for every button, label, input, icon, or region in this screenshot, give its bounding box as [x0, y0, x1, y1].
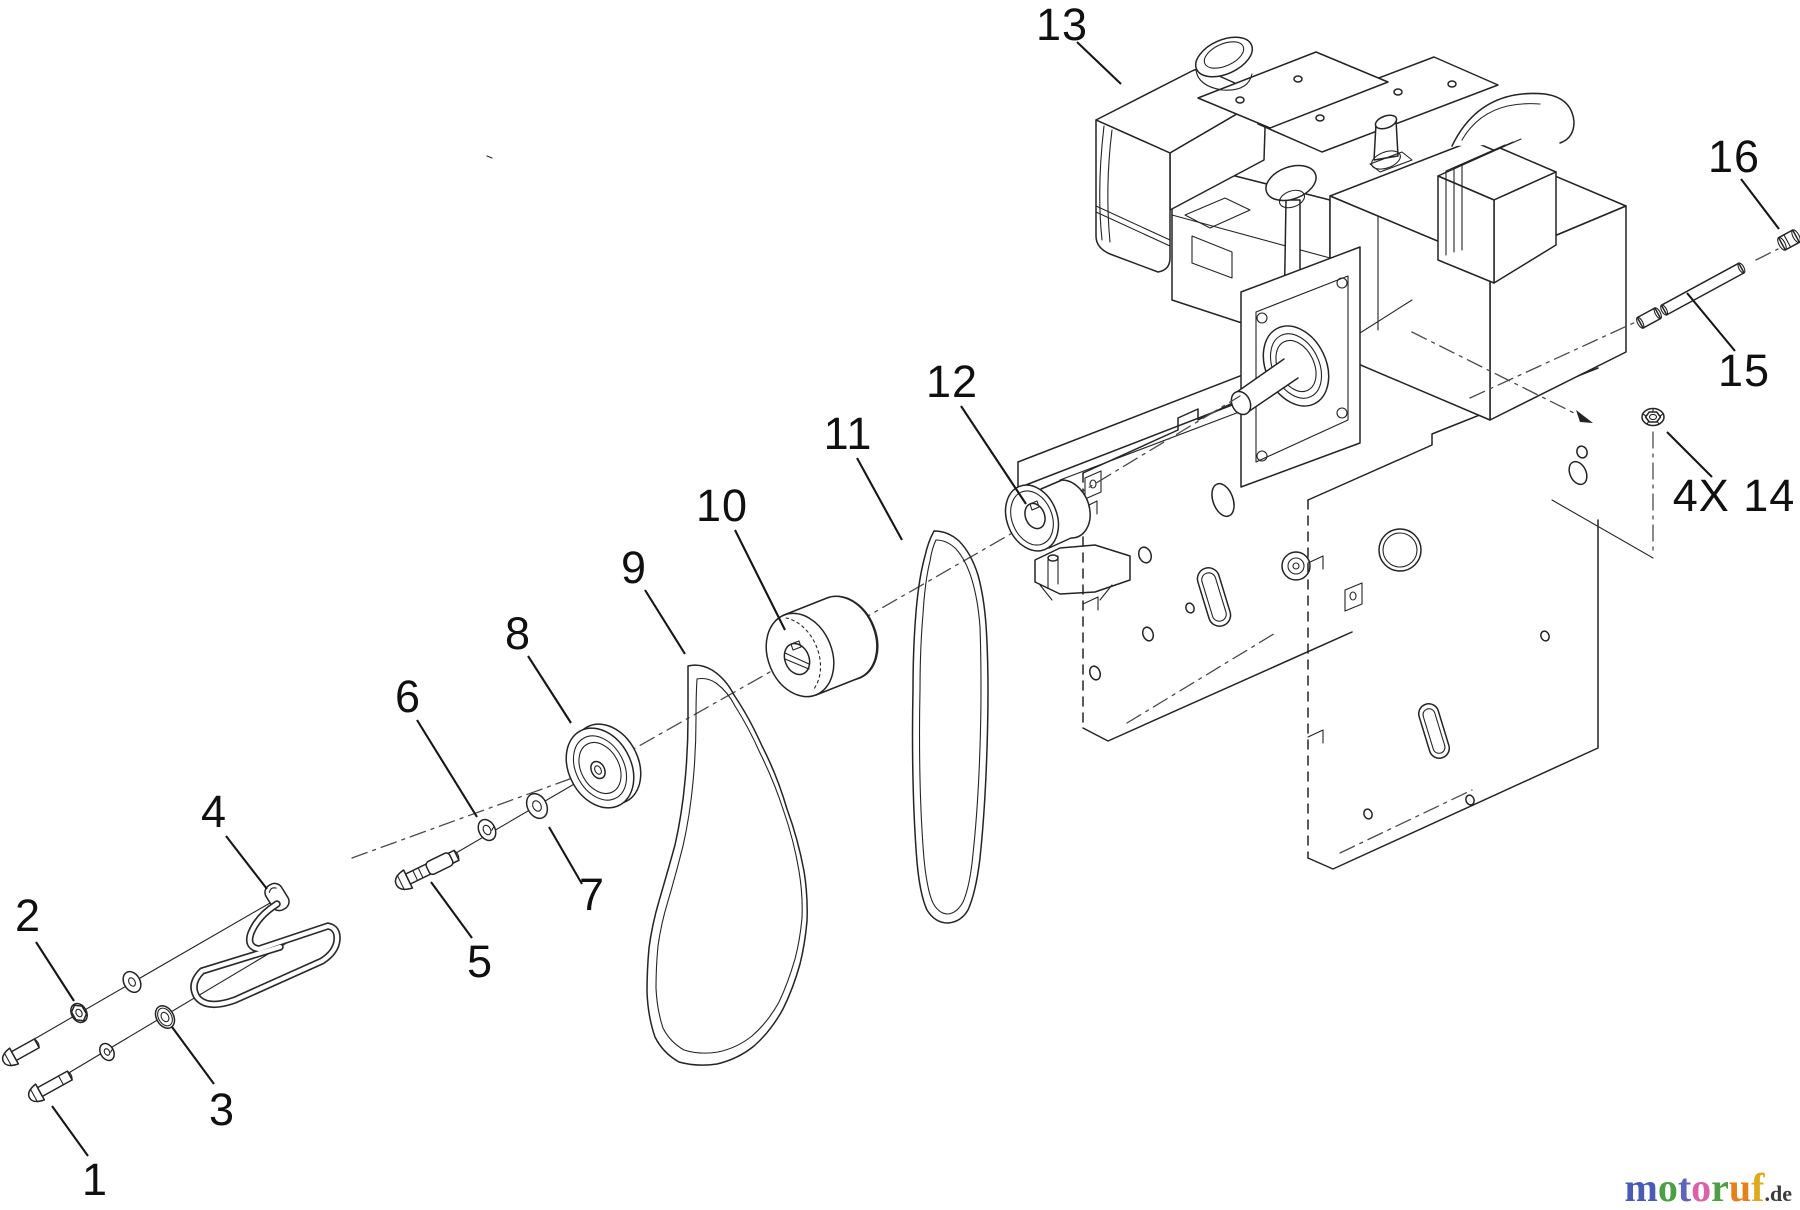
callout-11: 11	[823, 408, 873, 459]
callout-16: 16	[1707, 131, 1761, 182]
belts	[646, 530, 989, 1066]
callout-12: 12	[925, 356, 979, 407]
callout-5: 5	[466, 936, 494, 987]
callout-2: 2	[14, 890, 42, 941]
oil-fill-post	[1369, 114, 1413, 173]
crankcase-face-plate	[1230, 246, 1361, 488]
traction-belt-9	[646, 664, 808, 1066]
lock-washer-line2	[99, 1042, 115, 1062]
logo-letter: m	[1624, 1165, 1658, 1210]
engine-assembly	[1095, 36, 1627, 488]
idler-pulley-8	[565, 723, 642, 809]
nut-16	[1777, 229, 1800, 251]
logo-letter: f	[1751, 1165, 1765, 1210]
bolt-upper-left	[1, 1038, 40, 1067]
leader-lines	[35, 41, 1780, 1157]
logo-letter: t	[1677, 1165, 1692, 1210]
bolt-5	[394, 849, 460, 891]
washer-3	[154, 1005, 176, 1029]
callout-13: 13	[1035, 0, 1089, 50]
auger-belt-11	[911, 530, 989, 924]
engine-mounting-plates	[1197, 51, 1499, 153]
logo-suffix: .de	[1764, 1181, 1793, 1206]
callout-4: 4	[200, 786, 228, 837]
motoruf-logo: motoruf.de	[1625, 1168, 1793, 1208]
callout-14: 4X 14	[1672, 470, 1796, 521]
logo-letter: o	[1691, 1165, 1712, 1210]
crank-bushing-12	[1004, 479, 1091, 552]
rod-15	[1636, 262, 1746, 329]
nut-2	[70, 1002, 88, 1024]
frame-plate-right	[1307, 367, 1599, 870]
callout-1: 1	[81, 1154, 109, 1205]
washer-line1	[122, 970, 142, 994]
logo-letter: o	[1657, 1165, 1678, 1210]
logo-letter: u	[1728, 1165, 1752, 1210]
lock-washer-6	[477, 818, 497, 842]
fuel-cap	[1194, 36, 1254, 91]
callout-8: 8	[504, 608, 532, 659]
engine-locating-line	[1411, 331, 1593, 423]
engine-mount-bracket	[1034, 544, 1131, 601]
flange-nut-14	[1641, 407, 1665, 427]
engine-pulley-10	[765, 595, 879, 698]
bolt-1	[27, 1070, 73, 1103]
callout-9: 9	[620, 542, 648, 593]
belt-guide-4	[190, 882, 341, 1009]
callout-7: 7	[578, 869, 606, 920]
callout-3: 3	[208, 1084, 236, 1135]
muffler	[1437, 92, 1575, 284]
washer-7	[525, 792, 549, 820]
pulleys	[565, 479, 1091, 809]
callout-15: 15	[1717, 345, 1771, 396]
hardware	[1, 229, 1800, 1103]
logo-letter: r	[1711, 1165, 1729, 1210]
callout-6: 6	[394, 671, 422, 722]
callout-10: 10	[695, 480, 749, 531]
